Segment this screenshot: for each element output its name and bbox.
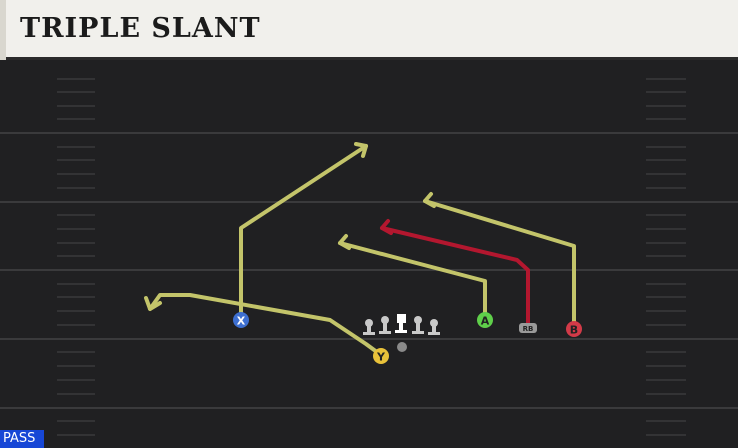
route-y (148, 293, 383, 357)
route-a-arrow (338, 234, 351, 250)
player-a-label: A (481, 315, 490, 328)
player-a[interactable]: A (477, 312, 493, 328)
title-bar: TRIPLE SLANT (0, 0, 738, 60)
player-b[interactable]: B (566, 321, 582, 337)
lineman-icon (363, 319, 375, 335)
play-title: TRIPLE SLANT (20, 13, 261, 44)
player-rb[interactable]: RB (519, 323, 537, 333)
route-x-arrow (354, 142, 368, 158)
player-b-label: B (570, 324, 578, 337)
yard-lines (0, 132, 738, 409)
offensive-line (363, 314, 440, 335)
center-icon (395, 314, 407, 333)
route-b-arrow (423, 192, 436, 208)
lineman-icon (379, 316, 391, 334)
hash-marks-right (646, 78, 686, 436)
football-field (0, 60, 738, 448)
route-rb (380, 226, 530, 329)
lineman-icon (412, 316, 424, 334)
route-rb-arrow (380, 219, 393, 235)
lineman-icon (428, 319, 440, 335)
quarterback-marker (397, 342, 407, 352)
route-b (423, 199, 576, 330)
player-y-label: Y (376, 351, 386, 364)
route-x (239, 144, 368, 321)
play-type-badge: PASS (0, 430, 44, 448)
player-rb-label: RB (523, 325, 534, 333)
player-y[interactable]: Y (373, 348, 389, 364)
player-x[interactable]: X (233, 312, 249, 328)
hash-marks-left (57, 78, 95, 436)
player-x-label: X (237, 315, 246, 328)
route-y-arrow (144, 296, 162, 311)
title-accent (0, 0, 6, 60)
route-a (338, 241, 487, 321)
